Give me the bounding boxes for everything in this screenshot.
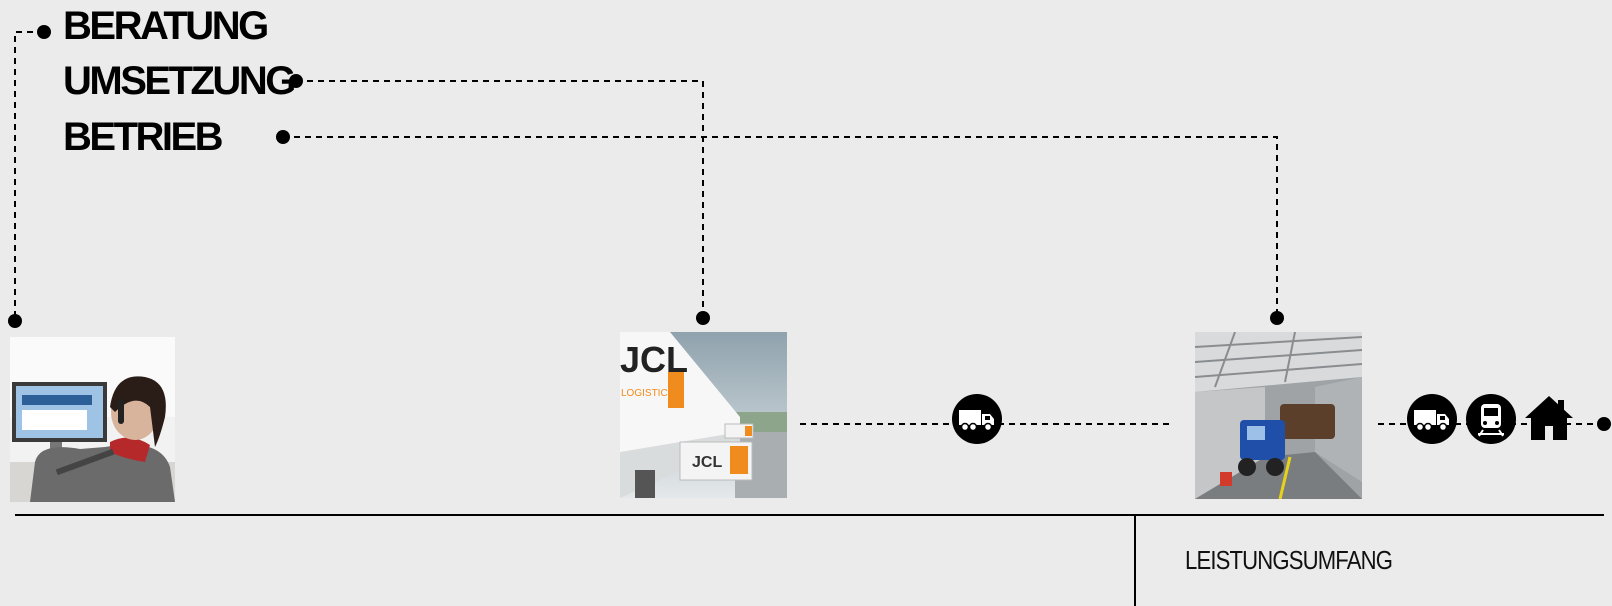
heading-beratung: BERATUNG	[63, 6, 267, 46]
beratung-connector	[15, 32, 44, 321]
betrieb-connector	[283, 137, 1277, 318]
scope-label: LEISTUNGSUMFANG	[1185, 545, 1392, 576]
operation-anchor-dot	[1270, 311, 1284, 325]
train-icon	[1465, 393, 1517, 445]
heading-umsetzung: UMSETZUNG	[63, 61, 294, 101]
warehouse-photo: JCL JCL LOGISTICS	[620, 332, 787, 498]
house-icon	[1523, 394, 1575, 442]
jcl-sign-text: JCL	[692, 454, 722, 471]
consulting-photo	[10, 337, 175, 502]
logistics-text: LOGISTICS	[621, 388, 675, 399]
betrieb-dot	[276, 130, 290, 144]
truck-icon	[951, 393, 1003, 445]
flow-end-dot	[1597, 417, 1611, 431]
consulting-anchor-dot	[8, 314, 22, 328]
operation-photo	[1195, 332, 1362, 499]
heading-betrieb: BETRIEB	[63, 117, 221, 157]
warehouse-anchor-dot	[696, 311, 710, 325]
umsetzung-connector	[296, 81, 703, 318]
truck-icon	[1406, 393, 1458, 445]
beratung-dot	[37, 25, 51, 39]
